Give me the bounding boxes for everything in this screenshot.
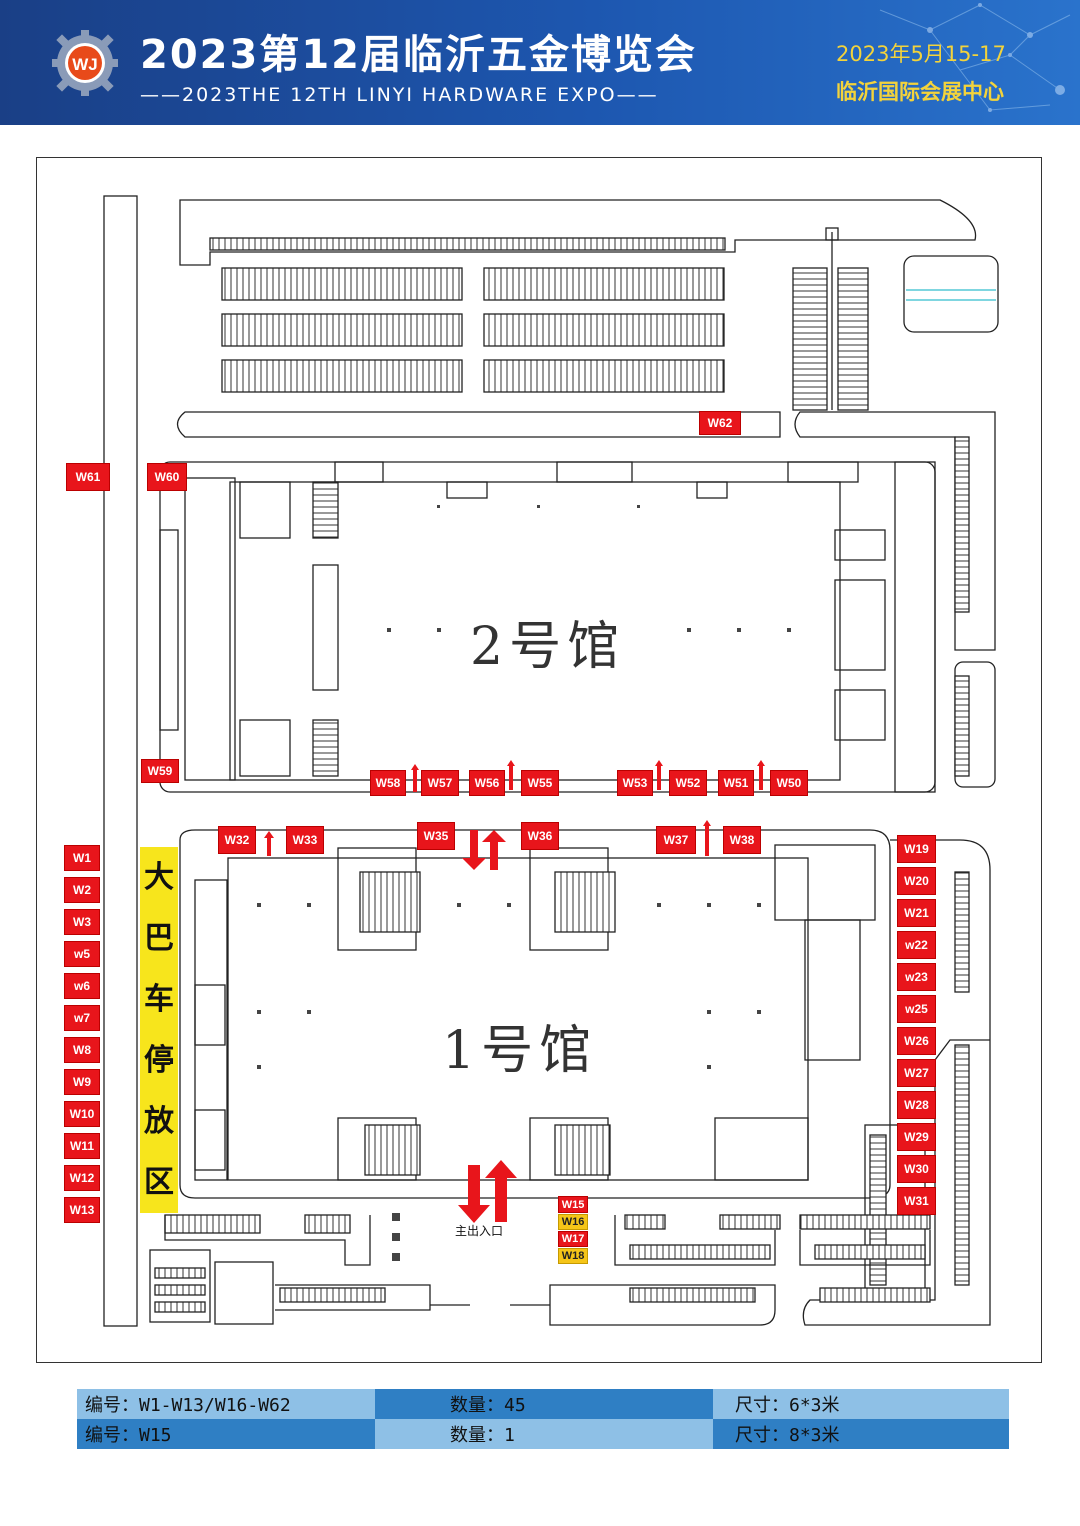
booth-w1[interactable]: W1	[64, 845, 100, 871]
booth-w2[interactable]: W2	[64, 877, 100, 903]
hall2-north-road	[176, 411, 781, 438]
booth-w22[interactable]: w22	[897, 931, 936, 959]
legend-code: 编号：W1-W13/W16-W62	[77, 1389, 375, 1419]
parking-block	[483, 359, 725, 393]
hall2-label: 2号馆	[470, 617, 626, 677]
site-map	[103, 195, 999, 1327]
parking-block	[221, 313, 463, 347]
booth-w55[interactable]: W55	[521, 770, 559, 796]
event-date: 2023年5月15-17	[836, 42, 1006, 66]
booth-w11[interactable]: W11	[64, 1133, 100, 1159]
booth-w53[interactable]: W53	[617, 770, 653, 796]
booth-w21[interactable]: W21	[897, 899, 936, 927]
down-arrow-icon	[462, 830, 486, 870]
down-arrow-icon	[458, 1165, 490, 1223]
network-decoration	[879, 3, 1071, 112]
header-banner: WJ 2023第12届临沂五金博览会 ——2023THE 12TH LINYI …	[0, 0, 1080, 125]
booth-w38[interactable]: W38	[723, 826, 761, 854]
bus-parking-char: 巴	[144, 920, 174, 956]
booth-w60[interactable]: W60	[147, 463, 187, 491]
map-frame	[36, 157, 1042, 1363]
hall1-label: 1号馆	[442, 1021, 598, 1081]
booth-w50[interactable]: W50	[770, 770, 808, 796]
booth-w23[interactable]: w23	[897, 963, 936, 991]
up-arrow-icon	[482, 830, 506, 870]
booth-w25[interactable]: w25	[897, 995, 936, 1023]
hall1-interior	[227, 857, 809, 1181]
booth-w33[interactable]: W33	[286, 826, 324, 854]
booth-w28[interactable]: W28	[897, 1091, 936, 1119]
booth-w30[interactable]: W30	[897, 1155, 936, 1183]
booth-w37[interactable]: W37	[656, 826, 696, 854]
top-parking-strip	[179, 199, 977, 266]
parking-block	[837, 267, 869, 411]
parking-block	[483, 267, 725, 301]
expo-logo: WJ	[52, 30, 118, 96]
booth-w15[interactable]: W15	[558, 1196, 588, 1213]
pond	[903, 255, 999, 333]
booth-w3[interactable]: W3	[64, 909, 100, 935]
booth-w52[interactable]: W52	[669, 770, 707, 796]
parking-block	[164, 1214, 261, 1234]
legend-count: 数量：1	[375, 1419, 713, 1449]
hall1-outline	[179, 829, 891, 1199]
bus-parking-char: 车	[144, 981, 174, 1017]
booth-w59[interactable]: W59	[141, 759, 179, 783]
booth-w27[interactable]: W27	[897, 1059, 936, 1087]
booth-w61[interactable]: W61	[66, 463, 110, 491]
bus-parking-char: 区	[144, 1164, 174, 1200]
booth-w36[interactable]: W36	[521, 822, 559, 850]
booth-w62[interactable]: W62	[699, 411, 741, 435]
booth-w31[interactable]: W31	[897, 1187, 936, 1215]
bus-parking-area: 大 巴 车 停 放 区	[140, 847, 178, 1213]
bus-parking-char: 放	[144, 1103, 174, 1139]
booth-w9[interactable]: W9	[64, 1069, 100, 1095]
booth-w16[interactable]: W16	[558, 1214, 588, 1230]
bus-parking-char: 停	[144, 1042, 174, 1078]
logo-text: WJ	[72, 55, 98, 74]
booth-w29[interactable]: W29	[897, 1123, 936, 1151]
parking-block	[149, 1249, 211, 1323]
entrance-arrows	[458, 830, 517, 1223]
booth-w51[interactable]: W51	[718, 770, 754, 796]
booth-w32[interactable]: W32	[218, 826, 256, 854]
booth-w12[interactable]: W12	[64, 1165, 100, 1191]
legend-code: 编号：W15	[77, 1419, 375, 1449]
parking-block	[221, 359, 463, 393]
booth-w35[interactable]: W35	[417, 822, 455, 850]
booth-w6[interactable]: w6	[64, 973, 100, 999]
event-venue: 临沂国际会展中心	[836, 80, 1004, 104]
up-arrow-icon	[485, 1160, 517, 1222]
small-arrows	[264, 760, 765, 856]
legend-size: 尺寸：6*3米	[713, 1389, 1009, 1419]
legend-count: 数量：45	[375, 1389, 713, 1419]
booth-w13[interactable]: W13	[64, 1197, 100, 1223]
booth-w19[interactable]: W19	[897, 835, 936, 863]
booth-w7[interactable]: w7	[64, 1005, 100, 1031]
booth-w18[interactable]: W18	[558, 1248, 588, 1264]
booth-w17[interactable]: W17	[558, 1231, 588, 1247]
legend-table: 编号：W1-W13/W16-W62 数量：45 尺寸：6*3米 编号：W15 数…	[77, 1389, 1009, 1449]
booth-w57[interactable]: W57	[421, 770, 459, 796]
booth-w5[interactable]: w5	[64, 941, 100, 967]
booth-w26[interactable]: W26	[897, 1027, 936, 1055]
booth-w8[interactable]: W8	[64, 1037, 100, 1063]
booth-w58[interactable]: W58	[370, 770, 406, 796]
parking-block	[483, 313, 725, 347]
legend-row: 编号：W15 数量：1 尺寸：8*3米	[77, 1419, 1009, 1449]
main-entrance-label: 主出入口	[455, 1224, 504, 1238]
legend-row: 编号：W1-W13/W16-W62 数量：45 尺寸：6*3米	[77, 1389, 1009, 1419]
booth-w20[interactable]: W20	[897, 867, 936, 895]
page-subtitle: ——2023THE 12TH LINYI HARDWARE EXPO——	[140, 84, 659, 106]
legend-size: 尺寸：8*3米	[713, 1419, 1009, 1449]
booth-w56[interactable]: W56	[469, 770, 505, 796]
left-road	[103, 195, 138, 1327]
bus-parking-char: 大	[144, 859, 174, 895]
parking-block	[792, 267, 828, 411]
booth-w10[interactable]: W10	[64, 1101, 100, 1127]
parking-block	[221, 267, 463, 301]
page-title: 2023第12届临沂五金博览会	[140, 32, 697, 78]
